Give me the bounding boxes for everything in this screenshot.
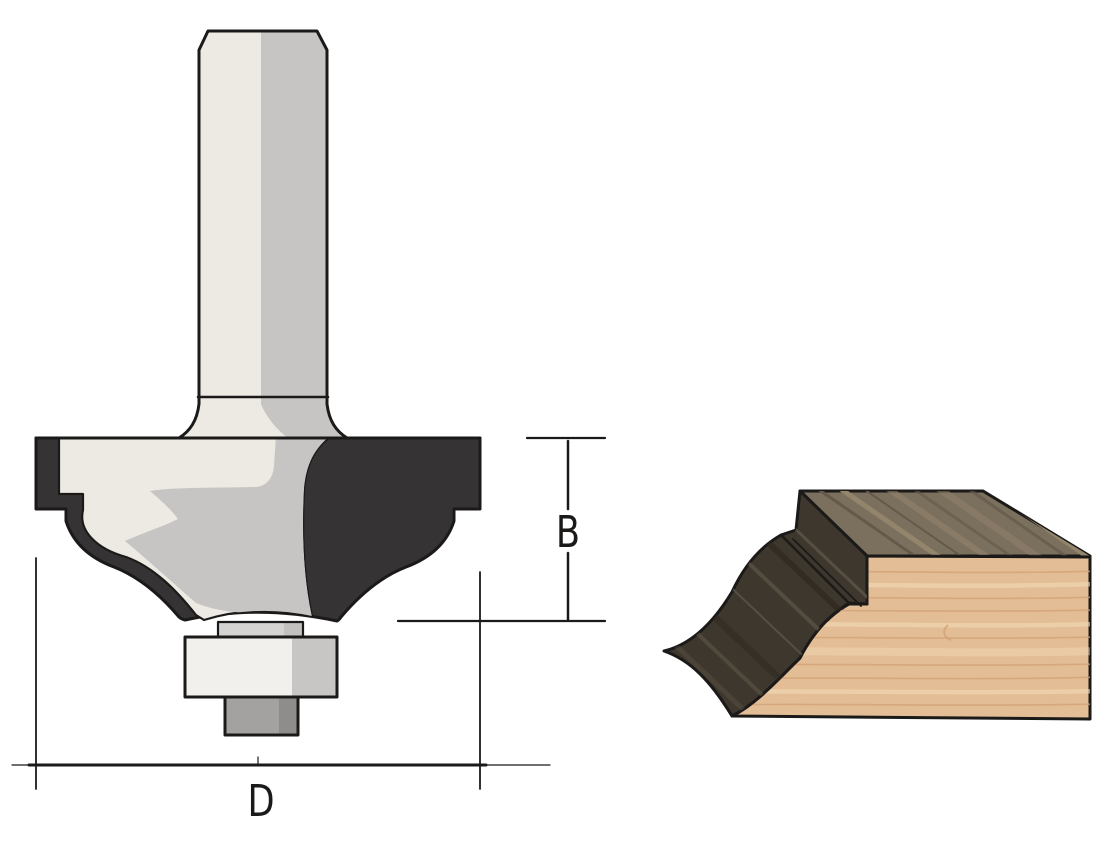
shank-shading	[261, 31, 327, 397]
d-dim-label: D	[247, 776, 274, 827]
bearing-shading	[292, 637, 337, 697]
shank-flare	[177, 395, 349, 440]
b-dim-label: B	[556, 507, 580, 558]
head-flute-shading	[125, 438, 329, 617]
router-bit	[34, 29, 482, 737]
bearing-assembly	[183, 620, 339, 737]
wood-step-ridge-outer	[779, 533, 851, 605]
shank-outline	[197, 29, 329, 399]
flare-shading	[261, 397, 347, 438]
screw-shading	[279, 697, 298, 735]
dimension-d: D	[11, 557, 551, 827]
washer-shading	[284, 622, 303, 637]
wood-step-ridge-inner	[792, 538, 862, 607]
wood-profile-sample	[662, 489, 1092, 721]
flare-left-outline	[177, 395, 201, 440]
dimension-b: B	[396, 436, 607, 623]
washer	[218, 622, 303, 637]
cutter-head	[34, 436, 482, 623]
screw-outline	[223, 695, 300, 737]
flare-right-outline	[325, 395, 349, 440]
shank	[197, 29, 329, 399]
